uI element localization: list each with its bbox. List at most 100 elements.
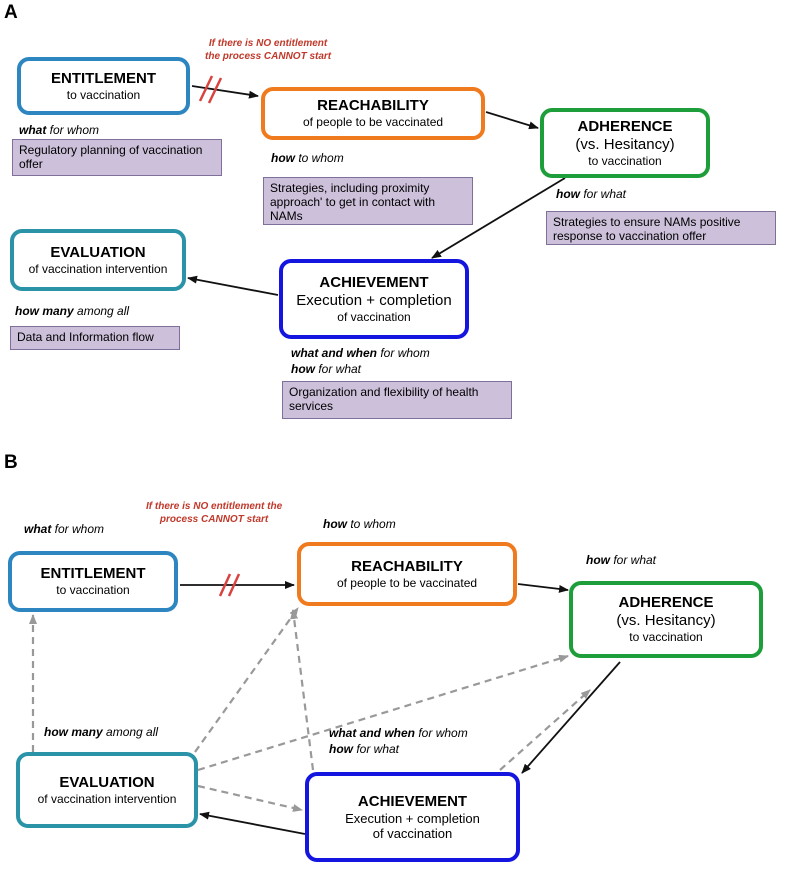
b-reachability-box: REACHABILITY of people to be vaccinated <box>297 542 517 606</box>
b-reachability-question: how to whom <box>323 517 396 532</box>
adherence-middle: (vs. Hesitancy) <box>575 135 675 153</box>
b-adherence-question: how for what <box>586 553 656 568</box>
panel-b-arrows <box>180 573 621 835</box>
question-bold: how <box>291 362 315 376</box>
adherence-box: ADHERENCE (vs. Hesitancy) to vaccination <box>540 108 710 178</box>
entitlement-question: what for whom <box>19 123 99 138</box>
reachability-subtitle: of people to be vaccinated <box>302 115 444 129</box>
question-bold: how <box>329 742 353 756</box>
achievement-box: ACHIEVEMENT Execution + completion of va… <box>279 259 469 339</box>
blocked-mark <box>198 75 223 104</box>
question-bold: what and when <box>291 346 378 360</box>
achievement-middle: Execution + completion <box>345 811 480 826</box>
panel-b-feedback-arrows <box>29 607 591 812</box>
entitlement-subtitle: to vaccination <box>56 583 130 597</box>
evaluation-question: how many among all <box>15 304 129 319</box>
reachability-subtitle: of people to be vaccinated <box>336 575 478 590</box>
adherence-title: ADHERENCE <box>577 117 673 135</box>
question-rest: for whom <box>51 522 105 536</box>
adherence-middle: (vs. Hesitancy) <box>616 612 716 629</box>
dashed-evaluation-to-adherence <box>197 654 569 772</box>
question-rest: for whom <box>46 123 100 137</box>
achievement-middle: Execution + completion <box>296 291 452 309</box>
arrow-b-achievement-to-evaluation <box>199 811 306 835</box>
question-bold: how many <box>15 304 74 318</box>
b-entitlement-box: ENTITLEMENT to vaccination <box>8 551 178 612</box>
entitlement-title: ENTITLEMENT <box>40 565 146 582</box>
achievement-question-1: what and when for whom <box>291 346 430 361</box>
adherence-note: Strategies to ensure NAMs positive respo… <box>546 211 776 245</box>
warning-line-2: the process CANNOT start <box>205 51 332 62</box>
reachability-title: REACHABILITY <box>317 97 429 114</box>
evaluation-box: EVALUATION of vaccination intervention <box>10 229 186 291</box>
arrow-achievement-to-evaluation <box>187 275 279 296</box>
evaluation-subtitle: of vaccination intervention <box>37 791 177 806</box>
reachability-box: REACHABILITY of people to be vaccinated <box>261 87 485 140</box>
question-rest: among all <box>102 725 159 739</box>
b-achievement-question-2: how for what <box>329 742 399 757</box>
question-bold: how <box>556 187 580 201</box>
question-bold: how <box>271 151 295 165</box>
question-rest: to whom <box>295 151 344 165</box>
question-rest: for what <box>315 362 362 376</box>
question-rest: for whom <box>377 346 430 360</box>
entitlement-title: ENTITLEMENT <box>51 69 156 87</box>
question-bold: what <box>19 123 47 137</box>
warning-line-1: If there is NO entitlement <box>208 38 328 49</box>
evaluation-title: EVALUATION <box>50 243 146 261</box>
arrow-b-adherence-to-achievement <box>521 661 621 774</box>
question-bold: what <box>24 522 52 536</box>
dashed-achievement-to-adherence <box>499 689 591 771</box>
achievement-subtitle: of vaccination <box>337 309 411 324</box>
b-achievement-question-1: what and when for whom <box>329 726 468 741</box>
reachability-title: REACHABILITY <box>351 557 463 575</box>
evaluation-note: Data and Information flow <box>10 326 180 350</box>
entitlement-note: Regulatory planning of vaccination offer <box>12 139 222 176</box>
adherence-question: how for what <box>556 187 626 202</box>
achievement-title: ACHIEVEMENT <box>357 793 468 810</box>
evaluation-title: EVALUATION <box>59 773 155 791</box>
achievement-subtitle: of vaccination <box>372 826 453 841</box>
adherence-subtitle: to vaccination <box>629 630 703 644</box>
question-rest: for what <box>580 187 627 201</box>
evaluation-subtitle: of vaccination intervention <box>28 261 168 276</box>
warning-line-1: If there is NO entitlement the <box>146 501 283 512</box>
reachability-note: Strategies, including proximity approach… <box>263 177 473 225</box>
blocked-mark-b <box>218 573 241 597</box>
entitlement-box: ENTITLEMENT to vaccination <box>17 57 190 115</box>
b-entitlement-question: what for whom <box>24 522 104 537</box>
panel-a-label: A <box>4 2 18 23</box>
panel-b-label: B <box>4 452 18 473</box>
adherence-subtitle: to vaccination <box>588 153 662 168</box>
reachability-question: how to whom <box>271 151 344 166</box>
arrow-adherence-to-achievement <box>431 177 566 259</box>
panel-a-warning: If there is NO entitlement the process C… <box>205 37 331 63</box>
dashed-evaluation-to-reachability <box>194 607 299 753</box>
panel-a-arrows <box>187 75 566 296</box>
entitlement-subtitle: to vaccination <box>66 87 141 102</box>
question-rest: for what <box>353 742 400 756</box>
arrow-reachability-to-adherence <box>485 111 539 130</box>
b-adherence-box: ADHERENCE (vs. Hesitancy) to vaccination <box>569 581 763 658</box>
question-rest: to whom <box>347 517 396 531</box>
arrow-b-reachability-to-adherence <box>517 583 569 593</box>
b-evaluation-box: EVALUATION of vaccination intervention <box>16 752 198 828</box>
question-bold: what and when <box>329 726 416 740</box>
question-rest: for whom <box>415 726 468 740</box>
question-bold: how <box>323 517 347 531</box>
achievement-question-2: how for what <box>291 362 361 377</box>
warning-line-2: process CANNOT start <box>159 514 269 525</box>
achievement-title: ACHIEVEMENT <box>319 273 429 291</box>
panel-b-warning: If there is NO entitlement the process C… <box>146 500 282 526</box>
question-rest: for what <box>610 553 657 567</box>
dashed-achievement-to-reachability <box>290 609 315 771</box>
dashed-evaluation-to-achievement <box>197 784 303 812</box>
question-bold: how <box>586 553 610 567</box>
question-bold: how many <box>44 725 103 739</box>
b-evaluation-question: how many among all <box>44 725 158 740</box>
arrow-entitlement-to-reachability <box>191 85 259 99</box>
achievement-note: Organization and flexibility of health s… <box>282 381 512 419</box>
b-achievement-box: ACHIEVEMENT Execution + completion of va… <box>305 772 520 862</box>
adherence-title: ADHERENCE <box>618 594 714 611</box>
